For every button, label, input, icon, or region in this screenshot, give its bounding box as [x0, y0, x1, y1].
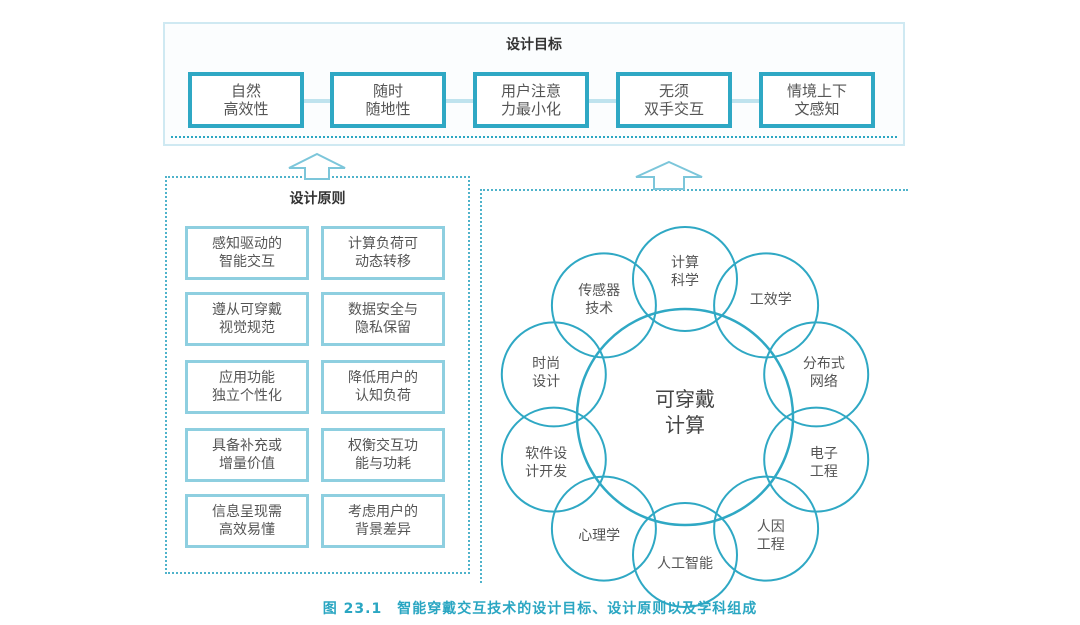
principle-box: 计算负荷可 动态转移 [321, 226, 445, 280]
up-arrow-icon [635, 160, 703, 190]
petal-label: 电子工程 [810, 446, 838, 480]
petal-label: 软件设计开发 [525, 446, 567, 480]
design-principles-title: 设计原则 [289, 191, 346, 207]
petal-label: 工效学 [750, 292, 792, 308]
design-principles-panel: 设计原则 感知驱动的 智能交互 计算负荷可 动态转移 遵从可穿戴 视觉规范 数据… [165, 176, 470, 574]
petal-circle [550, 252, 657, 359]
design-goals-title: 设计目标 [506, 37, 562, 53]
petal-label: 人工智能 [657, 556, 713, 572]
goal-box-hands-free: 无须 双手交互 [616, 72, 732, 128]
figure-caption: 图 23.1 智能穿戴交互技术的设计目标、设计原则以及学科组成 [322, 601, 758, 617]
principle-box: 具备补充或 增量价值 [185, 428, 309, 482]
petal-circle [713, 475, 820, 582]
goal-box-anytime-anywhere: 随时 随地性 [330, 72, 446, 128]
principle-box: 权衡交互功 能与功耗 [321, 428, 445, 482]
goal-box-context-awareness: 情境上下 文感知 [759, 72, 875, 128]
principle-box: 考虑用户的 背景差异 [321, 494, 445, 548]
petal-label: 计算科学 [671, 255, 699, 289]
principle-box: 信息呈现需 高效易懂 [185, 494, 309, 548]
petal-circle [763, 321, 870, 428]
discipline-composition-panel [480, 189, 908, 583]
petal-circle [632, 502, 738, 608]
principle-box: 降低用户的 认知负荷 [321, 360, 445, 414]
petal-label: 分布式网络 [803, 356, 845, 390]
petal-label: 心理学 [578, 528, 620, 544]
center-circle [575, 307, 795, 527]
petal-circle [500, 406, 607, 513]
center-label: 可穿戴计算 [655, 387, 715, 437]
principle-box: 感知驱动的 智能交互 [185, 226, 309, 280]
principle-box: 遵从可穿戴 视觉规范 [185, 292, 309, 346]
petal-label: 人因工程 [757, 519, 785, 553]
petal-label: 传感器技术 [578, 282, 620, 317]
design-goals-panel: 设计目标 自然 高效性 随时 随地性 用户注意 力最小化 无须 双手交互 情境上… [163, 22, 905, 146]
up-arrow-icon [288, 152, 346, 180]
goal-box-minimal-attention: 用户注意 力最小化 [473, 72, 589, 128]
goal-box-natural-efficiency: 自然 高效性 [188, 72, 304, 128]
petal-label: 时尚设计 [532, 356, 560, 390]
principle-box: 应用功能 独立个性化 [185, 360, 309, 414]
principle-box: 数据安全与 隐私保留 [321, 292, 445, 346]
petal-circle [632, 226, 738, 332]
